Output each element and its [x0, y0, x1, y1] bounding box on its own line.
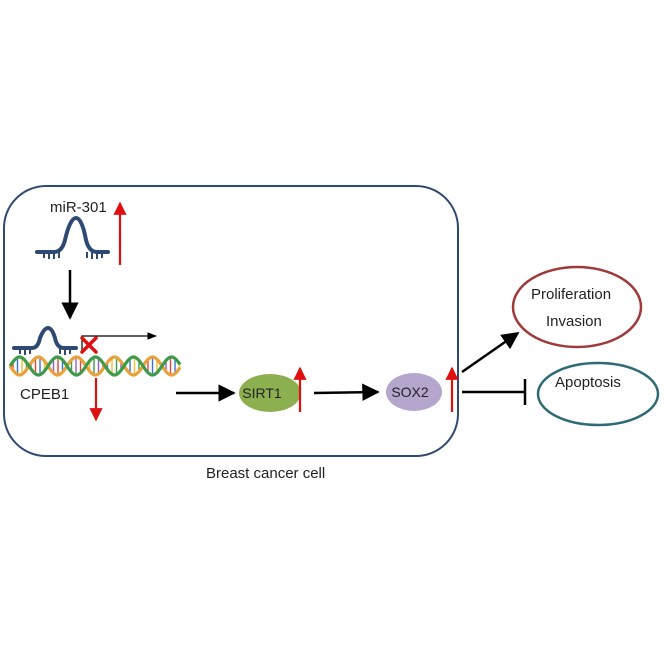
cell-label: Breast cancer cell: [206, 465, 326, 482]
gene-label: CPEB1: [20, 386, 70, 403]
block-x-mark: [80, 336, 98, 354]
sirt1-node: [239, 374, 301, 412]
sox2-to-proliferation-arrow: [461, 331, 520, 374]
apoptosis-label: Apoptosis: [555, 374, 621, 391]
sirt1-label: SIRT1: [242, 385, 282, 401]
dna-strand: [8, 355, 182, 377]
proliferation-label: Proliferation: [531, 286, 612, 303]
cell-boundary: [3, 185, 459, 457]
invasion-label: Invasion: [546, 313, 602, 330]
apoptosis-node: [536, 361, 660, 427]
mirna-hairpin-icon: [35, 215, 110, 259]
sox2-node: [386, 373, 442, 411]
sox2-label: SOX2: [391, 384, 429, 400]
proliferation-invasion-node: [511, 265, 643, 349]
dna-helix-icon: [8, 355, 182, 377]
mirna-label: miR-301: [50, 199, 107, 216]
bound-mirna-icon: [12, 325, 78, 355]
sirt1-to-sox2-arrow: [313, 383, 380, 401]
dna-strand: [8, 355, 182, 377]
transcription-arrow: [81, 332, 157, 352]
sox2-inhibits-apoptosis-line: [462, 379, 527, 405]
